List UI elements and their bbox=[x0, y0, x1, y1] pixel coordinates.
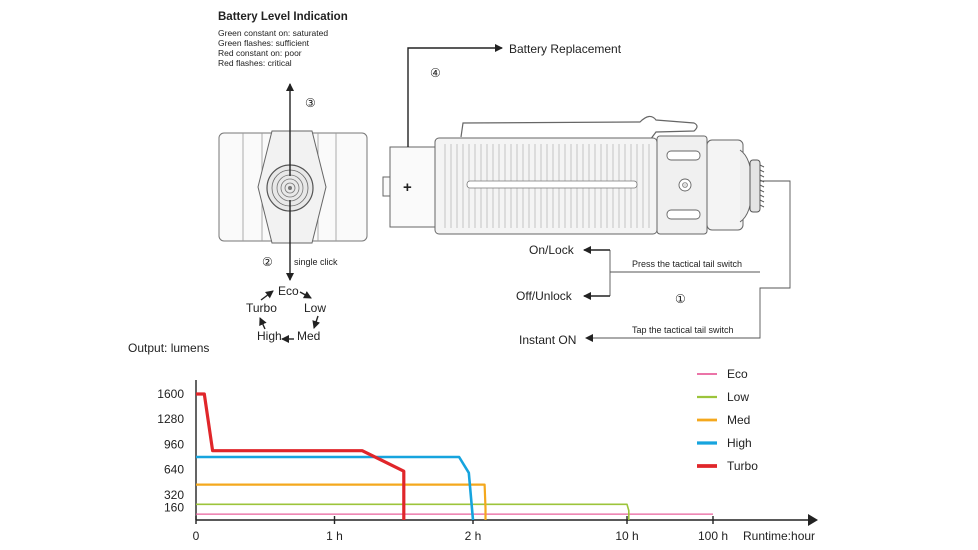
tap-tail-switch-caption: Tap the tactical tail switch bbox=[632, 325, 734, 335]
legend-label-low: Low bbox=[727, 390, 749, 404]
tail-grip-tooth bbox=[759, 194, 765, 198]
flashlight-body-illustration: + bbox=[382, 115, 765, 235]
y-tick-label: 320 bbox=[164, 488, 184, 502]
battery-level-line: Red constant on: poor bbox=[218, 48, 302, 58]
y-tick-label: 160 bbox=[164, 500, 184, 514]
mode-eco-label: Eco bbox=[278, 284, 299, 298]
tail-grip-tooth bbox=[759, 204, 765, 208]
x-axis-arrowhead bbox=[808, 514, 818, 526]
step-1-label: ① bbox=[675, 292, 686, 306]
legend-label-eco: Eco bbox=[727, 367, 748, 381]
tail-grip-tooth bbox=[759, 169, 765, 173]
battery-plus-sign: + bbox=[403, 179, 412, 196]
on-lock-label: On/Lock bbox=[529, 243, 575, 257]
tail-switch-icon bbox=[759, 164, 765, 208]
battery-level-line: Red flashes: critical bbox=[218, 58, 292, 68]
y-axis-title: Output: lumens bbox=[128, 341, 209, 355]
x-tick-label: 10 h bbox=[615, 529, 638, 543]
instant-on-label: Instant ON bbox=[519, 333, 576, 347]
single-click-label: single click bbox=[294, 257, 338, 267]
series-line-med bbox=[196, 483, 487, 520]
x-axis-title: Runtime:hour bbox=[743, 529, 815, 543]
mode-high-label: High bbox=[257, 329, 282, 343]
x-tick-label: 0 bbox=[193, 529, 200, 543]
battery-level-line: Green constant on: saturated bbox=[218, 28, 328, 38]
x-tick-label: 100 h bbox=[698, 529, 728, 543]
tail-grip-tooth bbox=[759, 184, 765, 188]
flashlight-head-illustration bbox=[218, 130, 368, 244]
mode-low-label: Low bbox=[304, 301, 326, 315]
legend-label-high: High bbox=[727, 436, 752, 450]
step-3-label: ③ bbox=[305, 96, 316, 110]
legend-label-med: Med bbox=[727, 413, 750, 427]
y-tick-label: 1600 bbox=[157, 387, 184, 401]
series-line-high bbox=[196, 455, 475, 521]
mode-cycle: Eco Low Med High Turbo bbox=[246, 284, 326, 343]
battery-level-line: Green flashes: sufficient bbox=[218, 38, 310, 48]
tail-grip-tooth bbox=[759, 189, 765, 193]
press-tail-switch-caption: Press the tactical tail switch bbox=[632, 259, 742, 269]
battery-icon: + bbox=[382, 146, 436, 228]
mode-med-label: Med bbox=[297, 329, 320, 343]
tail-grip-tooth bbox=[759, 164, 765, 168]
x-tick-label: 2 h bbox=[465, 529, 482, 543]
series-line-turbo bbox=[196, 392, 406, 520]
off-unlock-label: Off/Unlock bbox=[516, 289, 573, 303]
legend-label-turbo: Turbo bbox=[727, 459, 758, 473]
mode-turbo-label: Turbo bbox=[246, 301, 277, 315]
tail-grip-tooth bbox=[759, 199, 765, 203]
battery-level-indication: Battery Level Indication Green constant … bbox=[218, 11, 348, 68]
battery-replacement-label: Battery Replacement bbox=[509, 42, 622, 56]
tail-grip-tooth bbox=[759, 174, 765, 178]
series-line-low bbox=[196, 503, 630, 520]
y-tick-label: 1280 bbox=[157, 412, 184, 426]
y-tick-label: 640 bbox=[164, 463, 184, 477]
step-2-label: ② bbox=[262, 255, 273, 269]
y-tick-label: 960 bbox=[164, 437, 184, 451]
step-4-label: ④ bbox=[430, 66, 441, 80]
x-tick-label: 1 h bbox=[326, 529, 343, 543]
battery-level-title: Battery Level Indication bbox=[218, 11, 348, 23]
chart-series bbox=[196, 392, 713, 521]
